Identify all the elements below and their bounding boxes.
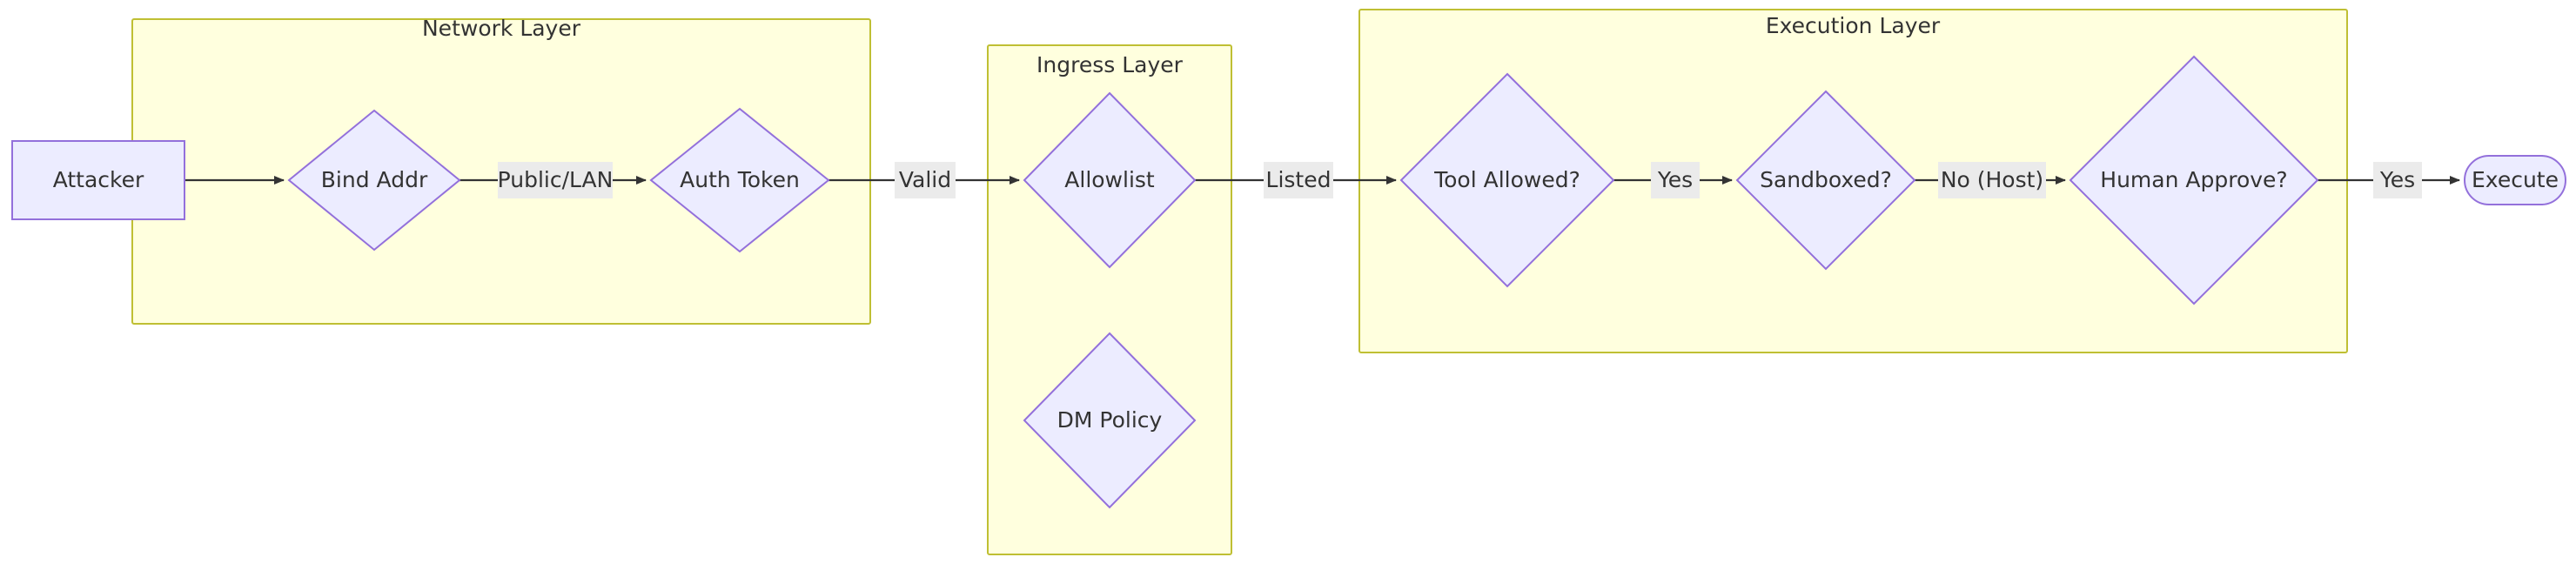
edge-label-no-host-text: No (Host) [1941, 167, 2043, 192]
node-dm-policy[interactable]: DM Policy [1023, 332, 1197, 509]
edge-label-yes-tool-bg [1651, 162, 1700, 198]
node-execute-shape[interactable] [2464, 155, 2566, 205]
node-human-approve-shape[interactable] [2069, 55, 2319, 306]
node-auth-token-label: Auth Token [680, 167, 800, 192]
node-sandboxed-shape[interactable] [1735, 90, 1916, 271]
edge-label-public-lan: Public/LAN [498, 162, 614, 198]
node-bind-addr-label: Bind Addr [321, 167, 428, 192]
edge-label-valid-bg [895, 162, 956, 198]
node-tool-allowed-shape[interactable] [1399, 72, 1615, 288]
node-auth-token[interactable]: Auth Token [649, 107, 830, 253]
node-bind-addr-shape[interactable] [287, 109, 461, 252]
node-allowlist[interactable]: Allowlist [1023, 91, 1197, 269]
node-dm-policy-label: DM Policy [1057, 407, 1163, 433]
edge-label-yes-approve: Yes [2373, 162, 2422, 198]
edge-label-yes-tool-text: Yes [1657, 167, 1693, 192]
node-allowlist-shape[interactable] [1023, 91, 1197, 269]
node-human-approve[interactable]: Human Approve? [2069, 55, 2319, 306]
node-execute[interactable]: Execute [2464, 155, 2566, 205]
edge-label-valid: Valid [895, 162, 956, 198]
edge-label-yes-approve-bg [2373, 162, 2422, 198]
node-sandboxed-label: Sandboxed? [1760, 167, 1892, 192]
node-sandboxed[interactable]: Sandboxed? [1735, 90, 1916, 271]
cluster-execution-layer-title: Execution Layer [1766, 13, 1941, 38]
edge-label-no-host-bg [1938, 162, 2046, 198]
node-auth-token-shape[interactable] [649, 107, 830, 253]
node-bind-addr[interactable]: Bind Addr [287, 109, 461, 252]
edge-label-valid-text: Valid [899, 167, 951, 192]
node-attacker-shape[interactable] [11, 140, 185, 220]
node-tool-allowed[interactable]: Tool Allowed? [1399, 72, 1615, 288]
edge-label-listed: Listed [1264, 162, 1333, 198]
edge-label-yes-approve-text: Yes [2379, 167, 2415, 192]
node-tool-allowed-label: Tool Allowed? [1433, 167, 1580, 192]
edge-label-public-lan-bg [498, 162, 613, 198]
node-attacker-label: Attacker [53, 167, 144, 192]
edge-label-public-lan-text: Public/LAN [498, 167, 614, 192]
edge-label-listed-bg [1264, 162, 1333, 198]
node-attacker[interactable]: Attacker [11, 140, 185, 220]
edge-label-no-host: No (Host) [1938, 162, 2046, 198]
edge-label-listed-text: Listed [1266, 167, 1332, 192]
node-human-approve-label: Human Approve? [2100, 167, 2287, 192]
edge-label-yes-tool: Yes [1651, 162, 1700, 198]
node-execute-label: Execute [2472, 167, 2559, 192]
node-allowlist-label: Allowlist [1064, 167, 1155, 192]
cluster-network-layer-title: Network Layer [422, 16, 581, 41]
cluster-ingress-layer-title: Ingress Layer [1036, 52, 1184, 77]
node-dm-policy-shape[interactable] [1023, 332, 1197, 509]
